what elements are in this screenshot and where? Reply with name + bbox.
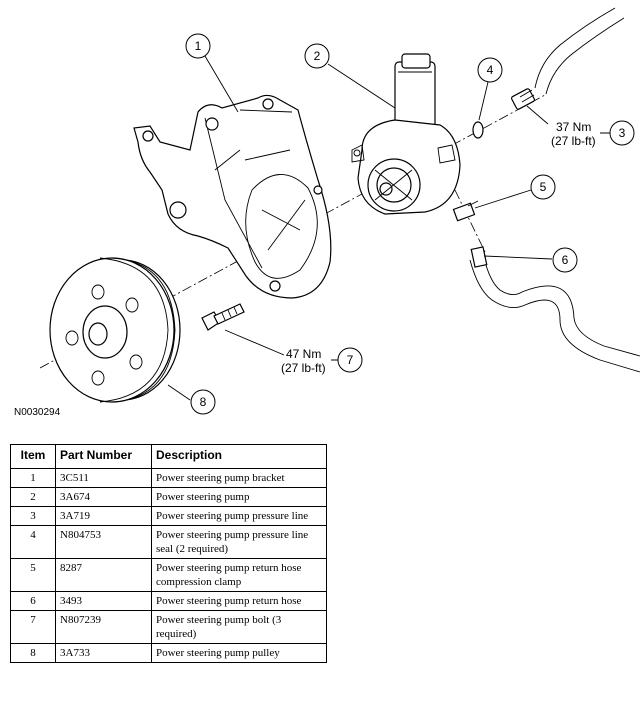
- table-row: 2 3A674 Power steering pump: [10, 487, 327, 507]
- parts-table: Item Part Number Description 1 3C511 Pow…: [10, 444, 327, 663]
- return-hose-clamp: [452, 200, 479, 222]
- svg-text:5: 5: [540, 180, 547, 194]
- torque-label-3: 37 Nm: [556, 120, 591, 134]
- cell-part-number: 3A733: [55, 643, 152, 663]
- torque-label-7: 47 Nm: [286, 347, 321, 361]
- cell-item: 4: [10, 525, 56, 559]
- table-row: 5 8287 Power steering pump return hose c…: [10, 558, 327, 592]
- callout-2: 2: [304, 43, 330, 69]
- cell-part-number: 3A719: [55, 506, 152, 526]
- svg-text:1: 1: [195, 39, 202, 53]
- return-hose: [469, 246, 641, 373]
- cell-item: 7: [10, 610, 56, 644]
- leader-line-2: [327, 63, 396, 109]
- leader-line-6: [483, 255, 553, 260]
- pressure-line-seal: [472, 121, 484, 139]
- cell-description: Power steering pump return hose: [151, 591, 327, 611]
- cell-item: 5: [10, 558, 56, 592]
- exploded-view-diagram: 1 2 3 37 Nm (27 lb-ft) 4 5 6 7 47 Nm (27…: [14, 7, 641, 418]
- cell-description: Power steering pump: [151, 487, 327, 507]
- cell-part-number: N804753: [55, 525, 152, 559]
- cell-item: 2: [10, 487, 56, 507]
- svg-text:6: 6: [562, 253, 569, 267]
- return-port-axis-line: [454, 189, 486, 253]
- cell-description: Power steering pump bracket: [151, 468, 327, 488]
- torque-imperial-label-7: (27 lb-ft): [281, 361, 326, 375]
- torque-imperial-label-3: (27 lb-ft): [551, 134, 596, 148]
- header-item: Item: [10, 444, 56, 469]
- cell-description: Power steering pump pressure line seal (…: [151, 525, 327, 559]
- table-row: 8 3A733 Power steering pump pulley: [10, 643, 327, 663]
- cell-part-number: 8287: [55, 558, 152, 592]
- leader-line-5: [474, 189, 532, 209]
- cell-description: Power steering pump pulley: [151, 643, 327, 663]
- leader-line-4: [478, 81, 489, 121]
- cell-description: Power steering pump bolt (3 required): [151, 610, 327, 644]
- svg-text:4: 4: [487, 63, 494, 77]
- table-row: 1 3C511 Power steering pump bracket: [10, 468, 327, 488]
- svg-text:7: 7: [347, 353, 354, 367]
- cell-item: 8: [10, 643, 56, 663]
- header-part-number: Part Number: [55, 444, 152, 469]
- callout-8: 8: [190, 389, 216, 415]
- table-row: 3 3A719 Power steering pump pressure lin…: [10, 506, 327, 526]
- callout-1: 1: [185, 33, 211, 59]
- power-steering-pump: [351, 53, 461, 215]
- leader-line-7: [224, 329, 338, 361]
- cell-part-number: N807239: [55, 610, 152, 644]
- leader-line-8: [167, 384, 191, 401]
- cell-description: Power steering pump return hose compress…: [151, 558, 327, 592]
- callout-4: 4: [477, 57, 503, 83]
- leader-line-1: [204, 55, 239, 113]
- table-row: 6 3493 Power steering pump return hose: [10, 591, 327, 611]
- cell-description: Power steering pump pressure line: [151, 506, 327, 526]
- leader-line-3: [526, 105, 611, 134]
- table-row: 4 N804753 Power steering pump pressure l…: [10, 525, 327, 559]
- pump-bolt: [201, 303, 245, 331]
- callout-5: 5: [530, 174, 556, 200]
- cell-item: 6: [10, 591, 56, 611]
- cell-part-number: 3A674: [55, 487, 152, 507]
- pressure-line: [510, 7, 625, 110]
- svg-text:2: 2: [314, 49, 321, 63]
- figure-id: N0030294: [14, 407, 61, 418]
- pump-bracket: [133, 94, 332, 299]
- cell-item: 1: [10, 468, 56, 488]
- svg-text:8: 8: [200, 395, 207, 409]
- callout-3: 3 37 Nm (27 lb-ft): [551, 120, 635, 148]
- table-header-row: Item Part Number Description: [10, 444, 327, 469]
- cell-part-number: 3C511: [55, 468, 152, 488]
- pump-pulley: [49, 257, 181, 403]
- cell-part-number: 3493: [55, 591, 152, 611]
- header-description: Description: [151, 444, 327, 469]
- callout-7: 7 47 Nm (27 lb-ft): [281, 347, 363, 375]
- table-row: 7 N807239 Power steering pump bolt (3 re…: [10, 610, 327, 644]
- svg-text:3: 3: [619, 126, 626, 140]
- callout-6: 6: [552, 247, 578, 273]
- cell-item: 3: [10, 506, 56, 526]
